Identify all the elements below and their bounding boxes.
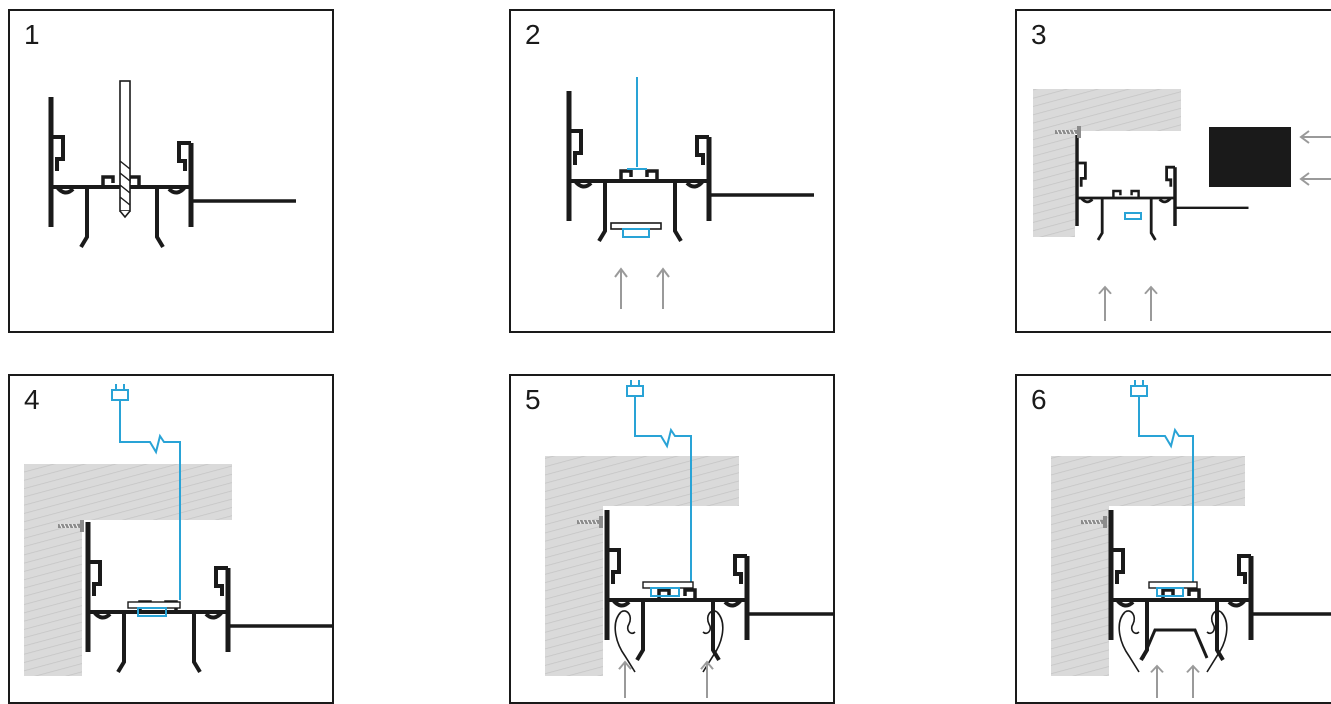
step-4-illustration (24, 383, 334, 676)
wire (119, 400, 181, 600)
arrow-left-icon (1300, 172, 1331, 186)
step-number: 3 (1031, 19, 1047, 50)
step-number: 6 (1031, 384, 1047, 415)
profile-cross-section (569, 91, 814, 241)
end-cap (1209, 127, 1291, 187)
profile-cross-section (88, 522, 333, 672)
plug-icon (626, 379, 644, 397)
diffuser-icon (1141, 628, 1209, 659)
profile-cross-section (51, 97, 296, 247)
step-panel-6: 6 (1015, 374, 1331, 704)
arrow-up-icon (700, 661, 714, 699)
wire (627, 77, 647, 170)
step-panel-1: 1 (8, 9, 334, 333)
step-number: 2 (525, 19, 541, 50)
step-number: 5 (525, 384, 541, 415)
led-chip (137, 607, 167, 617)
step-panel-4: 4 (8, 374, 334, 704)
step-3-illustration (1033, 89, 1331, 322)
arrow-up-icon (618, 661, 632, 699)
ceiling-wall (24, 464, 232, 676)
arrow-up-icon (614, 268, 628, 310)
arrow-up-icon (1144, 286, 1158, 322)
step-5-illustration (545, 379, 835, 699)
wire (1138, 396, 1194, 582)
arrow-up-icon (1186, 665, 1200, 699)
drill-bit-icon (119, 80, 131, 219)
step-1-illustration (10, 80, 334, 333)
arrow-left-icon (1300, 130, 1331, 144)
plug-icon (1130, 379, 1148, 397)
ceiling-wall (1033, 89, 1181, 237)
profile-cross-section (1111, 510, 1331, 660)
step-2-illustration (511, 77, 835, 310)
arrow-up-icon (1098, 286, 1112, 322)
step-panel-5: 5 (509, 374, 835, 704)
arrow-up-icon (656, 268, 670, 310)
step-6-illustration (1051, 379, 1331, 699)
led-strip (610, 222, 662, 238)
step-number: 4 (24, 384, 40, 415)
led-chip (650, 587, 680, 597)
hand-icon (1118, 610, 1140, 673)
ceiling-wall (545, 456, 739, 676)
led-chip (1156, 587, 1184, 597)
ceiling-wall (1051, 456, 1245, 676)
step-panel-2: 2 (509, 9, 835, 333)
wire (634, 396, 692, 582)
step-panel-3: 3 (1015, 9, 1331, 333)
led-strip (1124, 212, 1142, 220)
plug-icon (111, 383, 129, 401)
step-number: 1 (24, 19, 40, 50)
arrow-up-icon (1150, 665, 1164, 699)
